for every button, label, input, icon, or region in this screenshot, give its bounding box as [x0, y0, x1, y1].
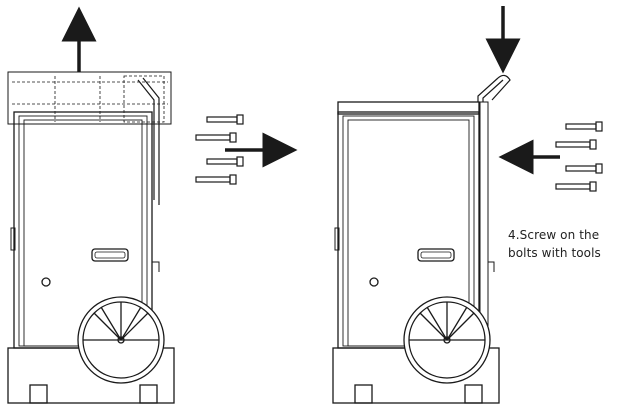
handle-frame-left: [7, 71, 172, 125]
instruction-caption: 4.Screw on the bolts with tools: [508, 226, 616, 262]
grip-slot-left: [91, 248, 129, 262]
bolts-left: [195, 114, 244, 185]
bolt-icon: [555, 139, 597, 150]
bolt-icon: [195, 132, 237, 143]
unit-left: [7, 71, 175, 404]
wheel-right: [403, 296, 491, 384]
bolt-icon: [555, 181, 597, 192]
bolt-icon: [206, 156, 244, 167]
bolts-right: [555, 121, 603, 192]
bolt-icon: [206, 114, 244, 125]
bolt-icon: [195, 174, 237, 185]
caption-line-1: 4.Screw on the: [508, 228, 600, 242]
grip-slot-right: [417, 248, 455, 262]
caption-line-2: bolts with tools: [508, 246, 601, 260]
bolt-icon: [565, 163, 603, 174]
unit-right: [332, 74, 511, 404]
bolt-icon: [565, 121, 603, 132]
wheel-left: [77, 296, 165, 384]
